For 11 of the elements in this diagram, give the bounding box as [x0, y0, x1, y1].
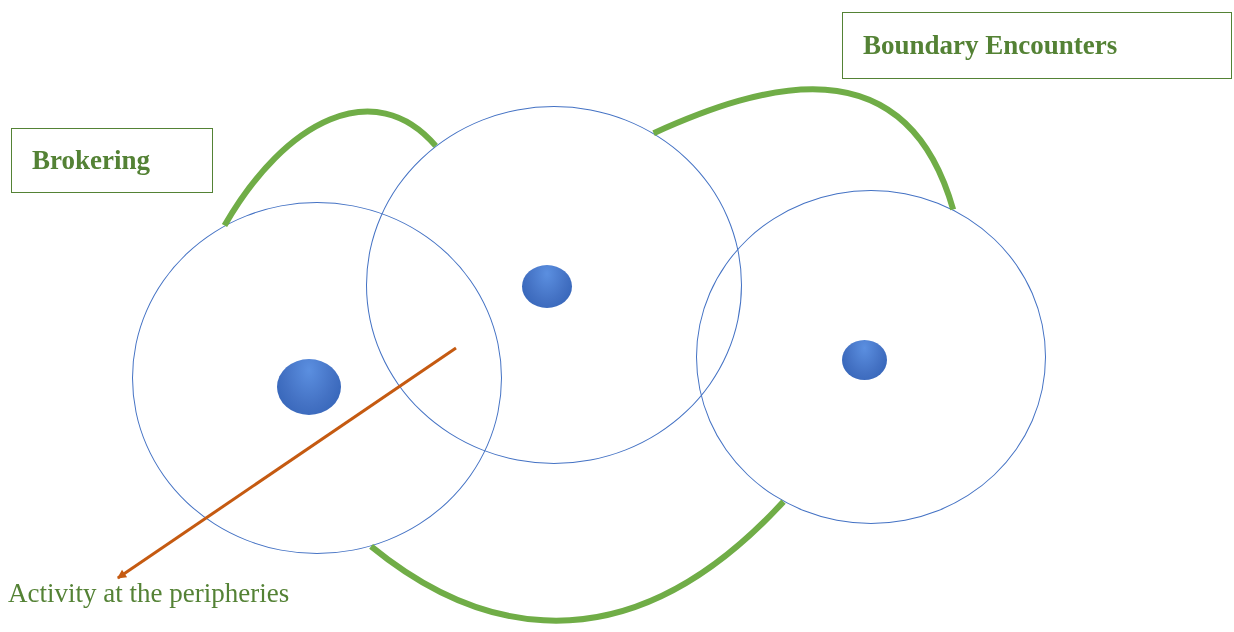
label-text: Brokering [32, 145, 150, 176]
annotation-text: Activity at the peripheries [8, 578, 290, 608]
arrow [117, 346, 457, 580]
connector-curve [652, 86, 956, 211]
label-box [842, 12, 1232, 79]
center-dot [522, 265, 572, 308]
center-dot [842, 340, 887, 380]
connector-curve [221, 108, 438, 228]
label-box [11, 128, 213, 193]
label-text: Boundary Encounters [863, 30, 1118, 61]
connector-curve [369, 499, 786, 624]
